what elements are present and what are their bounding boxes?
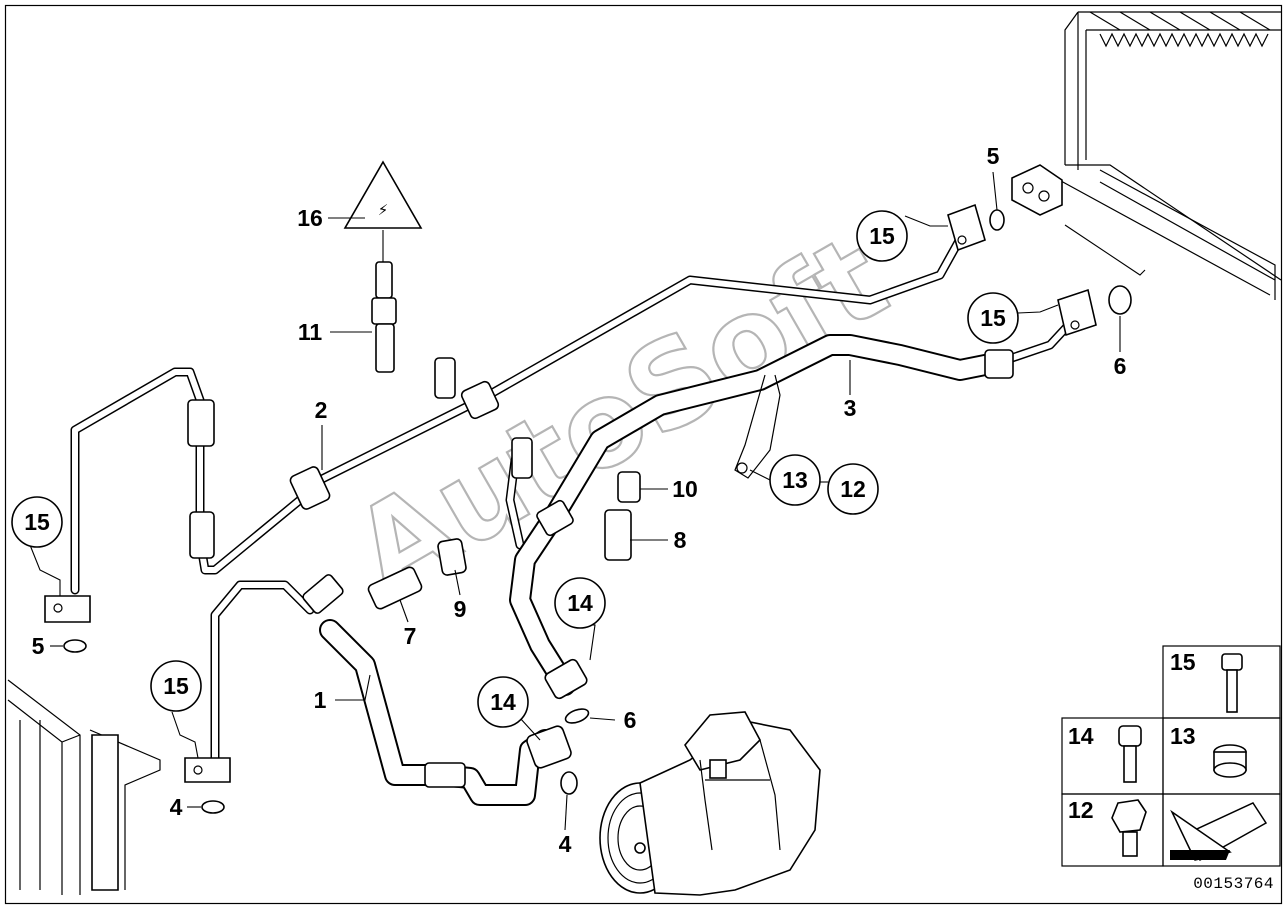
callout-14-lower: 14 xyxy=(490,689,516,715)
callout-14-upper: 14 xyxy=(567,590,593,616)
callout-bubbles xyxy=(11,210,1019,728)
callout-13: 13 xyxy=(782,467,808,493)
legend-bolt-15 xyxy=(1221,653,1243,713)
legend-table: 15 14 13 12 xyxy=(1061,645,1281,867)
document-number: 00153764 xyxy=(1193,875,1274,893)
callout-15-right: 15 xyxy=(980,305,1006,331)
bubble-15-bottom xyxy=(150,660,202,712)
callout-3: 3 xyxy=(844,395,857,421)
callout-9: 9 xyxy=(454,596,467,622)
leader-lines xyxy=(29,171,1146,831)
flange-blocks xyxy=(44,203,1097,783)
condenser-bottom-left xyxy=(7,679,161,895)
callout-15-bottom: 15 xyxy=(163,673,189,699)
bubble-15-top xyxy=(856,210,908,262)
o-rings xyxy=(63,209,1132,814)
callout-10: 10 xyxy=(672,476,698,502)
legend-15-label: 15 xyxy=(1170,649,1196,675)
callout-12: 12 xyxy=(840,476,866,502)
line-2-pipe xyxy=(70,225,970,595)
legend-nut-12 xyxy=(1111,799,1147,857)
legend-grommet-13 xyxy=(1213,744,1247,778)
line-1-hose xyxy=(210,574,572,806)
callout-5-top: 5 xyxy=(987,143,1000,169)
legend-bolt-14 xyxy=(1118,725,1142,783)
condenser-top-right xyxy=(1011,11,1282,300)
callout-15-left: 15 xyxy=(24,509,50,535)
callout-8: 8 xyxy=(674,527,687,553)
valves-and-switches: ⚡ xyxy=(343,160,641,610)
bubble-14-upper xyxy=(554,577,606,629)
callout-6-right: 6 xyxy=(1114,353,1127,379)
legend-arrow xyxy=(1170,802,1268,862)
callout-numbers: 15 15 15 15 14 14 13 12 16 11 2 1 7 9 10… xyxy=(24,143,1126,857)
bubble-12 xyxy=(827,463,879,515)
callout-2: 2 xyxy=(315,397,328,423)
svg-text:⚡: ⚡ xyxy=(378,201,389,219)
bubble-14-lower xyxy=(477,676,529,728)
legend-12-label: 12 xyxy=(1068,797,1094,823)
callout-5-left: 5 xyxy=(32,633,45,659)
callout-1: 1 xyxy=(314,687,327,713)
ac-compressor xyxy=(599,711,821,896)
legend-14-label: 14 xyxy=(1068,723,1094,749)
callout-6-bottom: 6 xyxy=(624,707,637,733)
callout-7: 7 xyxy=(404,623,417,649)
callout-4-bottom: 4 xyxy=(559,831,572,857)
legend-13-label: 13 xyxy=(1170,723,1196,749)
bubble-13 xyxy=(769,454,821,506)
diagram-frame xyxy=(4,4,1283,905)
bubble-15-left xyxy=(11,496,63,548)
callout-4-left: 4 xyxy=(170,794,183,820)
bubble-15-right xyxy=(967,292,1019,344)
callout-11: 11 xyxy=(298,319,323,345)
callout-15-top: 15 xyxy=(869,223,895,249)
callout-16: 16 xyxy=(297,205,323,231)
